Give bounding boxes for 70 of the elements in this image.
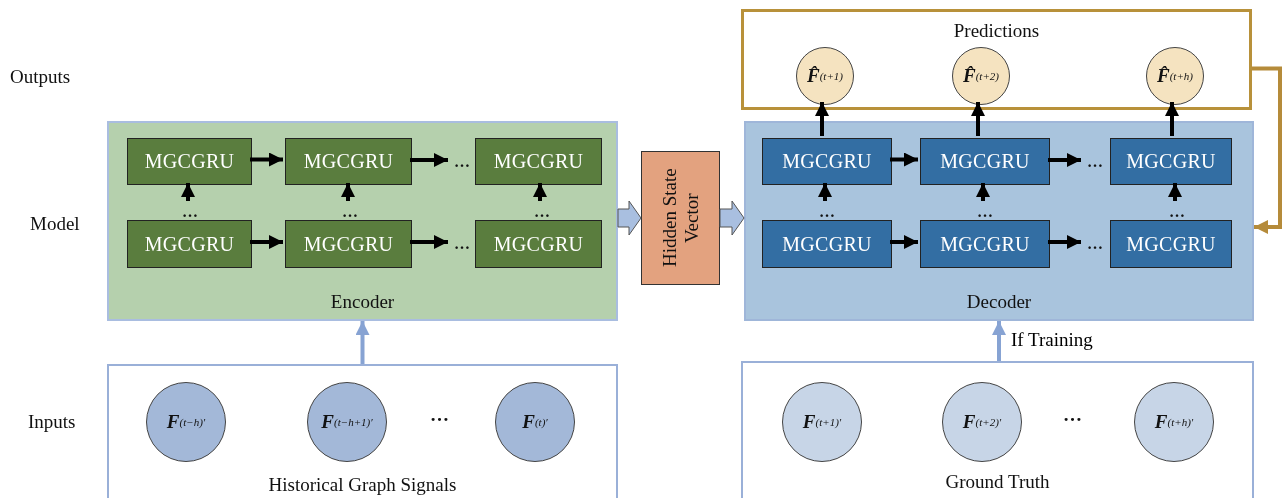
- side-label: Model: [30, 213, 80, 235]
- gru-cell-box: MGCGRU: [762, 220, 892, 268]
- arrow: [1048, 153, 1081, 167]
- gru-cell-box: MGCGRU: [920, 220, 1050, 268]
- signals-panel: [107, 364, 618, 498]
- gru-cell-box: MGCGRU: [920, 138, 1050, 185]
- gru-cell-box: MGCGRU: [127, 220, 252, 268]
- ellipsis: …: [530, 203, 554, 221]
- gru-cell-box: MGCGRU: [475, 138, 602, 185]
- panel-title: Predictions: [953, 20, 1040, 42]
- ellipsis: …: [450, 152, 474, 172]
- block-arrow: [719, 200, 745, 236]
- signal-circle: F$^{(t+h)′}$: [1134, 382, 1214, 462]
- ellipsis: …: [1165, 203, 1189, 221]
- prediction-circle: F̂$^{(t+h)}$: [1146, 47, 1204, 105]
- arrow: [976, 183, 990, 201]
- arrow: [971, 102, 985, 136]
- arrow: [533, 183, 547, 201]
- encoder-panel: [107, 121, 618, 321]
- gru-cell-box: MGCGRU: [285, 220, 412, 268]
- block-arrow: [617, 200, 642, 236]
- panel-title: Ground Truth: [945, 471, 1050, 493]
- signal-circle: F$^{(t−h)′}$: [146, 382, 226, 462]
- arrow: [818, 183, 832, 201]
- predictions-panel: [741, 9, 1252, 110]
- signal-circle: F$^{(t+1)′}$: [782, 382, 862, 462]
- panel-title: Decoder: [966, 291, 1032, 313]
- arrow: [890, 152, 918, 167]
- arrow: [250, 235, 283, 249]
- side-label: Outputs: [10, 66, 71, 88]
- ellipsis: …: [1083, 234, 1107, 254]
- arrow: [1252, 66, 1282, 234]
- arrow: [410, 235, 448, 249]
- prediction-circle: F̂$^{(t+2)}$: [952, 47, 1010, 105]
- ellipsis: …: [1063, 404, 1082, 426]
- ellipsis: …: [973, 203, 997, 221]
- signal-circle: F$^{(t−h+1)′}$: [307, 382, 387, 462]
- hidden-state-box: Hidden State Vector: [641, 151, 720, 285]
- gru-cell-box: MGCGRU: [285, 138, 412, 185]
- ellipsis: …: [430, 404, 449, 426]
- gru-cell-box: MGCGRU: [762, 138, 892, 185]
- arrow: [181, 183, 195, 201]
- arrow: [1048, 235, 1081, 249]
- ellipsis: …: [815, 203, 839, 221]
- signals-panel: [741, 361, 1254, 498]
- gru-cell-box: MGCGRU: [1110, 138, 1232, 185]
- panel-title: Historical Graph Signals: [268, 474, 457, 496]
- gru-cell-box: MGCGRU: [475, 220, 602, 268]
- decoder-panel: [744, 121, 1254, 321]
- ellipsis: …: [450, 234, 474, 254]
- ellipsis: …: [338, 203, 362, 221]
- ellipsis: …: [1083, 152, 1107, 172]
- arrow: [341, 183, 355, 201]
- signal-circle: F$^{(t)′}$: [495, 382, 575, 462]
- side-label: Inputs: [28, 411, 76, 433]
- arrow: [890, 235, 918, 249]
- arrow: [410, 153, 448, 167]
- arrow: [250, 152, 283, 167]
- gru-cell-box: MGCGRU: [127, 138, 252, 185]
- arrow: [1168, 183, 1182, 201]
- panel-title: Encoder: [330, 291, 395, 313]
- edge-label: If Training: [1009, 329, 1095, 351]
- prediction-circle: F̂$^{(t+1)}$: [796, 47, 854, 105]
- arrow: [355, 321, 370, 364]
- ellipsis: …: [178, 203, 202, 221]
- signal-circle: F$^{(t+2)′}$: [942, 382, 1022, 462]
- gru-cell-box: MGCGRU: [1110, 220, 1232, 268]
- arrow: [992, 321, 1006, 361]
- arrow: [815, 102, 829, 136]
- arrow: [1165, 102, 1179, 136]
